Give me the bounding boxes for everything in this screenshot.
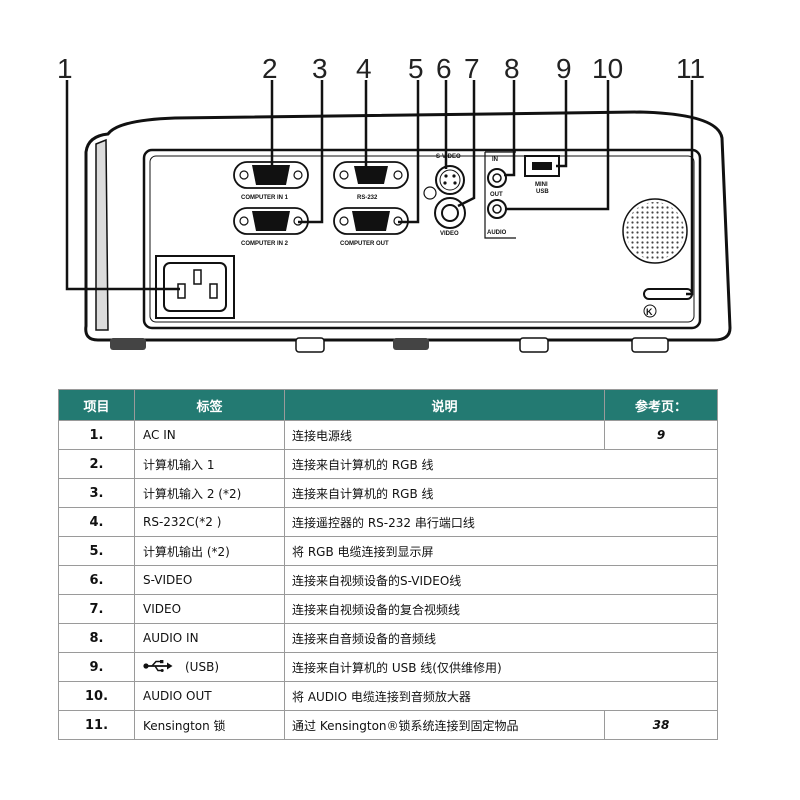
ac-inlet-port — [155, 255, 235, 319]
header-description: 说明 — [284, 389, 605, 421]
row-number: 11. — [58, 710, 135, 740]
row-number: 5. — [58, 536, 135, 566]
header-label: 标签 — [134, 389, 285, 421]
row-label: 计算机输入 1 — [134, 449, 285, 479]
row-number: 2. — [58, 449, 135, 479]
callout-9: 9 — [556, 53, 572, 84]
row-description: 连接来自计算机的 RGB 线 — [284, 449, 718, 479]
computer-in-1-label: COMPUTER IN 1 — [241, 195, 289, 201]
callout-1: 1 — [57, 53, 73, 84]
row-page: 38 — [604, 710, 718, 740]
speaker-grill — [622, 198, 688, 264]
row-number: 10. — [58, 681, 135, 711]
row-label: AUDIO IN — [134, 623, 285, 653]
row-number: 9. — [58, 652, 135, 682]
table-row: 10. AUDIO OUT 将 AUDIO 电缆连接到音频放大器 — [58, 681, 718, 711]
row-label: S-VIDEO — [134, 565, 285, 595]
kensington-label: K — [646, 307, 653, 317]
table-row: 1. AC IN 连接电源线 9 — [58, 420, 718, 450]
row-label: RS-232C(*2 ) — [134, 507, 285, 537]
row-label: AC IN — [134, 420, 285, 450]
callout-10: 10 — [592, 53, 623, 84]
callout-7: 7 — [464, 53, 480, 84]
svideo-port: S-VIDEO — [423, 154, 465, 200]
table-row: 4. RS-232C(*2 ) 连接遥控器的 RS-232 串行端口线 — [58, 507, 718, 537]
rs232-port: RS-232 — [333, 161, 409, 201]
callout-2: 2 — [262, 53, 278, 84]
usb-label: USB — [536, 189, 549, 195]
callout-11: 11 — [676, 53, 705, 84]
row-number: 7. — [58, 594, 135, 624]
computer-in-2-port: COMPUTER IN 2 — [233, 207, 309, 247]
row-description: 连接来自视频设备的S-VIDEO线 — [284, 565, 718, 595]
row-description: 将 AUDIO 电缆连接到音频放大器 — [284, 681, 718, 711]
row-description: 连接遥控器的 RS-232 串行端口线 — [284, 507, 718, 537]
callout-numbers: 1 2 3 4 5 6 7 8 9 10 11 — [57, 53, 705, 84]
callout-6: 6 — [436, 53, 452, 84]
callout-4: 4 — [356, 53, 372, 84]
table-row: 6. S-VIDEO 连接来自视频设备的S-VIDEO线 — [58, 565, 718, 595]
row-label-cell: (USB) — [134, 652, 285, 682]
row-description: 连接电源线 — [284, 420, 605, 450]
row-label: 计算机输入 2 (*2) — [134, 478, 285, 508]
header-page: 参考页： — [604, 389, 718, 421]
svideo-label: S-VIDEO — [436, 154, 461, 160]
computer-out-port: COMPUTER OUT — [333, 207, 409, 247]
audio-in-label: IN — [492, 157, 498, 163]
row-label: (USB) — [185, 660, 219, 674]
row-number: 6. — [58, 565, 135, 595]
table-header: 项目 标签 说明 参考页： — [58, 389, 718, 421]
table-row: 8. AUDIO IN 连接来自音频设备的音频线 — [58, 623, 718, 653]
table-row: 2. 计算机输入 1 连接来自计算机的 RGB 线 — [58, 449, 718, 479]
row-description: 连接来自音频设备的音频线 — [284, 623, 718, 653]
callout-3: 3 — [312, 53, 328, 84]
header-item: 项目 — [58, 389, 135, 421]
row-number: 1. — [58, 420, 135, 450]
table-body: 1. AC IN 连接电源线 9 2. 计算机输入 1 连接来自计算机的 RGB… — [58, 420, 718, 740]
audio-label: AUDIO — [487, 230, 507, 236]
table-row: 9. (USB) 连接来自计算机的 USB 线(仅供维修用) — [58, 652, 718, 682]
connector-table: 项目 标签 说明 参考页： 1. AC IN 连接电源线 9 2. 计算机输入 … — [58, 389, 718, 740]
rs232-label: RS-232 — [357, 195, 378, 201]
row-description: 连接来自计算机的 USB 线(仅供维修用) — [284, 652, 718, 682]
row-description: 连接来自计算机的 RGB 线 — [284, 478, 718, 508]
row-number: 3. — [58, 478, 135, 508]
row-number: 4. — [58, 507, 135, 537]
table-row: 3. 计算机输入 2 (*2) 连接来自计算机的 RGB 线 — [58, 478, 718, 508]
computer-in-2-label: COMPUTER IN 2 — [241, 241, 289, 247]
video-port: VIDEO — [434, 197, 466, 237]
row-page: 9 — [604, 420, 718, 450]
table-row: 11. Kensington 锁 通过 Kensington®锁系统连接到固定物… — [58, 710, 718, 740]
audio-port-group: IN OUT AUDIO — [484, 151, 516, 239]
row-description: 将 RGB 电缆连接到显示屏 — [284, 536, 718, 566]
row-label: VIDEO — [134, 594, 285, 624]
video-label: VIDEO — [440, 231, 459, 237]
mini-label: MINI — [535, 182, 548, 188]
computer-in-1-port: COMPUTER IN 1 — [233, 161, 309, 201]
row-number: 8. — [58, 623, 135, 653]
row-description: 通过 Kensington®锁系统连接到固定物品 — [284, 710, 605, 740]
leader-lines — [65, 80, 694, 296]
computer-out-label: COMPUTER OUT — [340, 241, 389, 247]
table-row: 7. VIDEO 连接来自视频设备的复合视频线 — [58, 594, 718, 624]
callout-5: 5 — [408, 53, 424, 84]
table-row: 5. 计算机输出 (*2) 将 RGB 电缆连接到显示屏 — [58, 536, 718, 566]
row-description: 连接来自视频设备的复合视频线 — [284, 594, 718, 624]
row-label: 计算机输出 (*2) — [134, 536, 285, 566]
callout-8: 8 — [504, 53, 520, 84]
usb-icon — [143, 660, 173, 672]
table-header-row: 项目 标签 说明 参考页： — [58, 389, 718, 421]
row-label: AUDIO OUT — [134, 681, 285, 711]
audio-out-label: OUT — [490, 192, 503, 198]
row-label: Kensington 锁 — [134, 710, 285, 740]
projector-rear-panel-figure: COMPUTER IN 1 COMPUTER IN 2 RS-232 COMPU… — [57, 53, 732, 353]
